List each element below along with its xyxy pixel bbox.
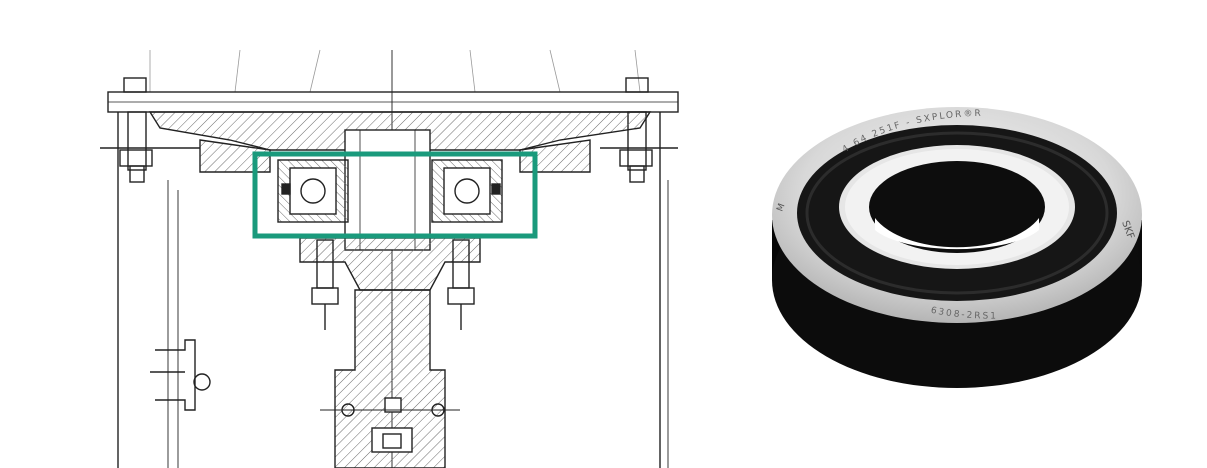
right-lower-bolt xyxy=(447,239,475,330)
central-hub xyxy=(344,129,431,251)
drawing-lines xyxy=(100,49,679,468)
cross-section-svg xyxy=(100,49,679,468)
upper-guide-lines xyxy=(149,49,641,93)
side-marking: M xyxy=(775,202,787,213)
bearing-illustration-svg: 4 64 251F - SXPLOR®R SKF M 6308-2RS1 xyxy=(772,107,1142,388)
bearing-bore xyxy=(869,161,1045,253)
shaft-section xyxy=(334,289,446,468)
bearing-highlight-box xyxy=(252,151,538,239)
left-lower-bolt xyxy=(311,239,339,330)
right-bearing-section xyxy=(431,159,503,223)
left-side-fitting xyxy=(150,339,211,411)
left-top-bolt xyxy=(119,77,153,183)
cross-section-drawing xyxy=(100,49,679,468)
left-bearing-section xyxy=(277,159,349,223)
bearing-photo: 4 64 251F - SXPLOR®R SKF M 6308-2RS1 xyxy=(720,0,1207,468)
